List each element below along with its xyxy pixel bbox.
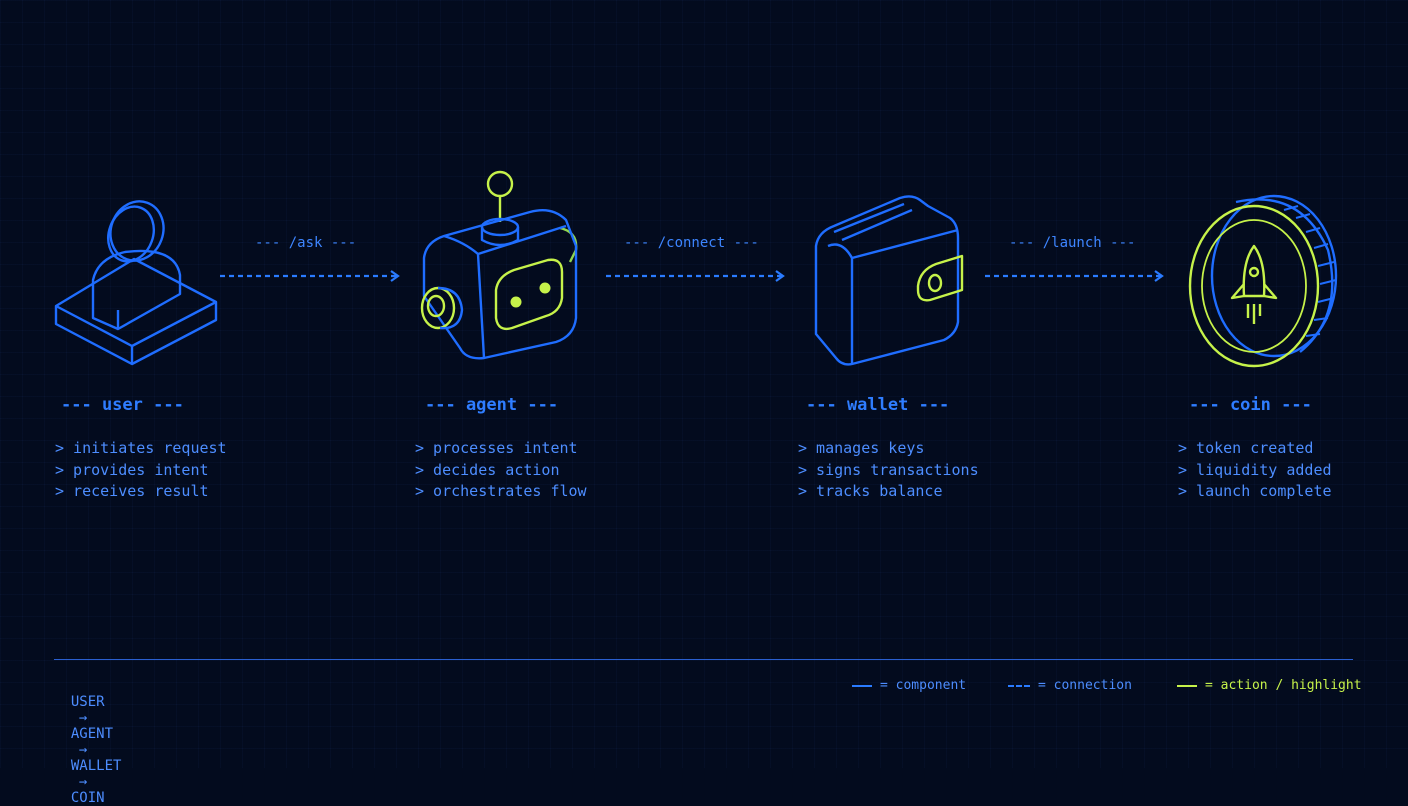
legend-label: = component: [880, 678, 967, 693]
bullet-item: > signs transactions: [798, 460, 979, 479]
diagram-canvas: [54, 170, 1338, 368]
wallet-icon: [814, 195, 964, 366]
flow-step-agent: AGENT: [70, 726, 114, 742]
flow-step-coin: COIN: [70, 790, 105, 806]
node-title-user: --- user ---: [61, 395, 184, 415]
legend-solid-line-icon: [852, 684, 872, 687]
bullet-item: > liquidity added: [1178, 460, 1332, 479]
footer-flow: USER → AGENT → WALLET → COIN: [54, 678, 122, 806]
robot-icon: [420, 170, 578, 360]
bullet-item: > provides intent: [55, 460, 209, 479]
bullet-item: > launch complete: [1178, 482, 1332, 500]
bullet-item: > manages keys: [798, 439, 925, 457]
legend-label: = connection: [1038, 678, 1132, 693]
bullet-item: > tracks balance: [798, 482, 943, 500]
connection-label-launch: --- /launch ---: [1009, 235, 1136, 251]
bullet-item: > processes intent: [415, 439, 578, 457]
flow-step-wallet: WALLET: [70, 758, 122, 774]
node-bullets-wallet: > manages keys > signs transactions > tr…: [798, 438, 979, 503]
legend-highlight-line-icon: [1177, 684, 1197, 687]
legend-connection: = connection: [1008, 678, 1132, 693]
connection-label-ask: --- /ask ---: [255, 235, 357, 251]
node-bullets-agent: > processes intent > decides action > or…: [415, 438, 587, 503]
legend-highlight: = action / highlight: [1177, 678, 1362, 693]
footer-divider: [54, 659, 1353, 660]
bullet-item: > decides action: [415, 460, 560, 479]
node-title-agent: --- agent ---: [425, 395, 559, 415]
bullet-item: > orchestrates flow: [415, 482, 587, 500]
node-bullets-coin: > token created > liquidity added > laun…: [1178, 438, 1332, 503]
connection-label-connect: --- /connect ---: [624, 235, 759, 251]
coin-rocket-icon: [1188, 194, 1338, 368]
user-icon: [54, 200, 218, 366]
node-title-coin: --- coin ---: [1189, 395, 1312, 415]
bullet-item: > receives result: [55, 482, 209, 500]
legend-component: = component: [852, 678, 966, 693]
flow-arrow-icon: →: [78, 774, 88, 790]
node-title-wallet: --- wallet ---: [806, 395, 950, 415]
legend-dashed-line-icon: [1008, 684, 1030, 687]
flow-arrow-icon: →: [78, 710, 88, 726]
legend-label: = action / highlight: [1205, 678, 1362, 693]
flow-step-user: USER: [70, 694, 105, 710]
bullet-item: > initiates request: [55, 439, 227, 457]
flow-arrow-icon: →: [78, 742, 88, 758]
bullet-item: > token created: [1178, 439, 1314, 457]
node-bullets-user: > initiates request > provides intent > …: [55, 438, 227, 503]
